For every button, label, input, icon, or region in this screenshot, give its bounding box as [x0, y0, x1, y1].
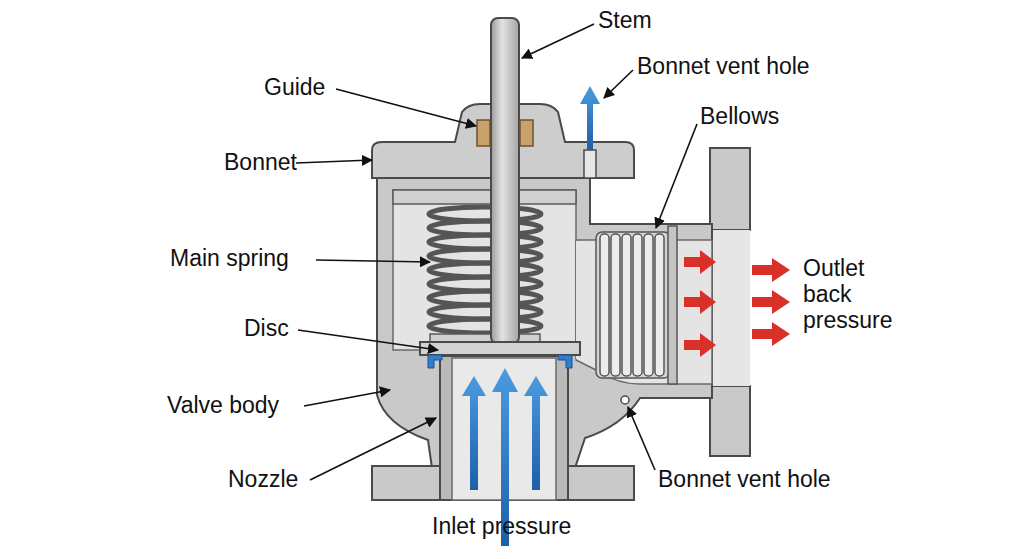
leader-line — [304, 390, 390, 406]
bellows-fold — [644, 234, 653, 376]
leader-line — [604, 70, 633, 98]
guide-bushing — [520, 120, 533, 146]
back-pressure-arrow — [752, 322, 790, 346]
leader-line — [522, 24, 594, 58]
disc-seal — [558, 355, 572, 368]
part-label: Bonnet — [224, 150, 297, 176]
part-label: Disc — [244, 316, 289, 342]
outlet-flange — [710, 386, 750, 456]
part-label: Bellows — [700, 104, 779, 130]
stem — [491, 18, 519, 344]
bellows — [596, 232, 670, 378]
part-label: Guide — [264, 75, 325, 101]
spring-plate — [393, 190, 576, 204]
leader-line — [298, 330, 438, 350]
leader-line — [310, 418, 436, 480]
leader-line — [336, 89, 476, 126]
part-label: Valve body — [167, 393, 279, 419]
vent-arrow — [580, 86, 600, 150]
vent-hole — [621, 396, 629, 404]
part-label: Stem — [598, 8, 652, 34]
spring-chamber — [393, 190, 576, 350]
part-label: Inlet pressure — [432, 514, 571, 540]
part-label: Bonnet vent hole — [637, 54, 810, 80]
back-pressure-arrow — [684, 290, 716, 314]
guide-bushing — [477, 120, 490, 146]
bellows-fold — [633, 234, 642, 376]
inlet-arrow — [462, 376, 486, 490]
bellows-fold — [622, 234, 631, 376]
vent-port — [584, 150, 596, 178]
leader-line — [296, 160, 372, 163]
part-label: Nozzle — [228, 467, 298, 493]
back-pressure-arrow — [684, 333, 716, 357]
back-pressure-arrow — [752, 258, 790, 282]
bellows-fold — [655, 234, 664, 376]
bellows-plate — [668, 226, 677, 384]
outlet-flange — [710, 148, 750, 230]
back-pressure-arrow — [684, 250, 716, 274]
disc-seal — [428, 355, 442, 368]
inlet-arrow — [524, 376, 548, 490]
part-label: Outlet back pressure — [803, 256, 911, 333]
leader-line — [628, 407, 655, 470]
back-pressure-arrow — [752, 290, 790, 314]
part-label: Bonnet vent hole — [658, 467, 831, 493]
disc — [420, 342, 580, 355]
spring-coil — [429, 319, 541, 333]
bellows-fold — [611, 234, 620, 376]
leader-line — [656, 124, 697, 228]
spring-washer — [430, 334, 540, 342]
leader-line — [316, 260, 430, 262]
outlet-opening — [710, 230, 750, 386]
bellows-fold — [600, 234, 609, 376]
part-label: Main spring — [170, 246, 289, 272]
